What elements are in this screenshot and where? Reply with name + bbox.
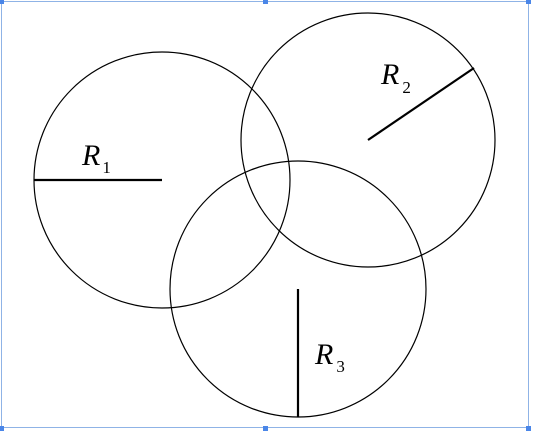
resize-handle-top-middle[interactable] bbox=[263, 0, 268, 4]
resize-handle-top-right[interactable] bbox=[526, 0, 531, 4]
resize-handle-bottom-left[interactable] bbox=[0, 426, 4, 431]
resize-handle-bottom-right[interactable] bbox=[526, 426, 531, 431]
resize-handle-top-left[interactable] bbox=[0, 0, 4, 4]
resize-handle-bottom-middle[interactable] bbox=[263, 426, 268, 431]
circle-2 bbox=[240, 12, 496, 268]
radius-2-line bbox=[367, 67, 475, 141]
